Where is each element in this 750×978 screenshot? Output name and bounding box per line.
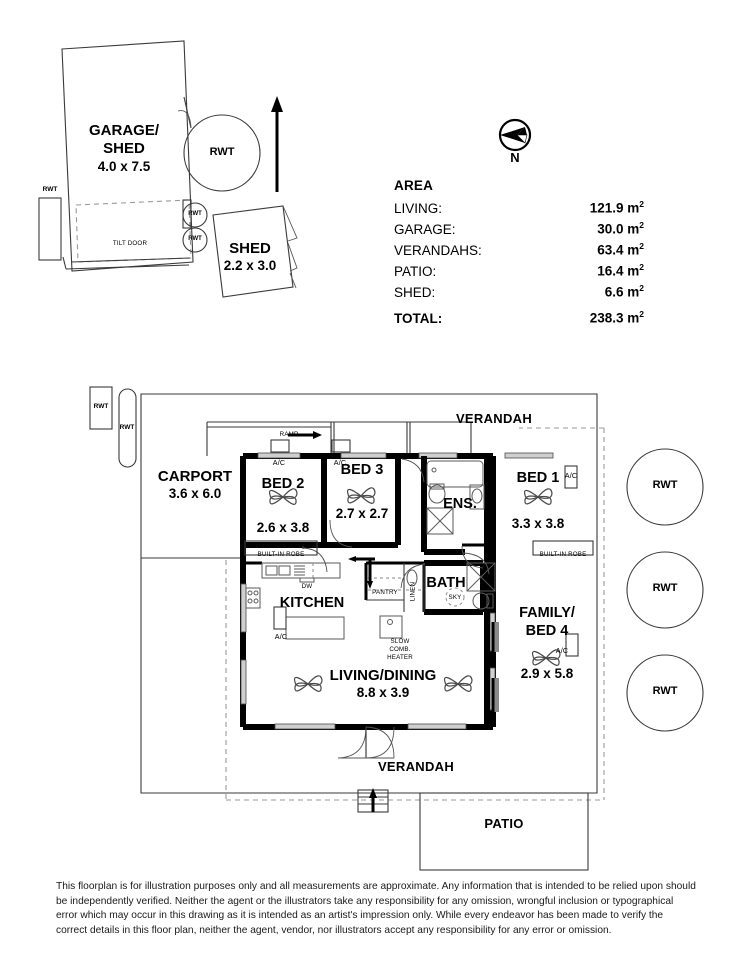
area-value-garage: 30.0 m2: [597, 220, 644, 237]
area-label-shed: SHED:: [394, 284, 436, 300]
plan-rwt-rect-label: RWT: [93, 403, 109, 410]
bed3-label: BED 3: [340, 462, 384, 478]
garage-rwt-left-shape: [38, 197, 62, 261]
ac-bed3-label: A/C: [333, 458, 347, 467]
area-label-verandahs: VERANDAHS:: [394, 242, 482, 258]
area-value-shed: 6.6 m2: [604, 283, 644, 300]
area-row-shed: SHED: 6.6 m2: [394, 280, 644, 301]
bed1-dimensions: 3.3 x 3.8: [511, 516, 565, 531]
door-swings: [302, 458, 490, 759]
plan-left-tanks: [89, 386, 137, 468]
bed1-label: BED 1: [516, 470, 560, 486]
compass-rose: N: [493, 118, 537, 165]
family-label-line1: FAMILY/: [519, 605, 575, 621]
plan-rwt-right3-label: RWT: [652, 685, 678, 697]
area-row-verandahs: VERANDAHS: 63.4 m2: [394, 238, 644, 259]
plan-right-tanks: [626, 448, 704, 732]
bath-skylight-label: SKY: [448, 594, 462, 601]
tilt-door-label: TILT DOOR: [112, 240, 148, 247]
area-label-living: LIVING:: [394, 200, 443, 216]
bed3-dimensions: 2.7 x 2.7: [335, 506, 389, 521]
bed2-label: BED 2: [261, 476, 305, 492]
garage-rwt-small1-label: RWT: [188, 211, 202, 217]
shed-group: [212, 205, 298, 298]
aircon-boxes: [270, 439, 579, 657]
area-label-patio: PATIO:: [394, 263, 437, 279]
verandah-top-label: VERANDAH: [455, 411, 533, 426]
garage-rwt-left-label: RWT: [42, 186, 58, 193]
ensuite-label: ENS.: [443, 496, 477, 512]
area-row-patio: PATIO: 16.4 m2: [394, 259, 644, 280]
robe-bed1-label: BUILT-IN ROBE: [539, 551, 587, 558]
bottom-verandah-patio: [357, 788, 589, 871]
heater-label-line3: HEATER: [387, 654, 413, 661]
garage-group: [61, 40, 194, 272]
area-label-garage: GARAGE:: [394, 221, 456, 237]
carport-dimensions: 3.6 x 6.0: [168, 486, 222, 501]
ramp-label: RAMP: [279, 431, 299, 438]
shed-label: SHED: [229, 240, 271, 257]
garage-rwt-circle-shape: [183, 114, 261, 192]
area-value-living: 121.9 m2: [589, 199, 644, 216]
garage-rwt-circle-label: RWT: [209, 146, 235, 158]
heater-label-line2: COMB.: [389, 646, 411, 653]
area-value-verandahs: 63.4 m2: [597, 241, 644, 258]
ceiling-fans: [268, 487, 561, 692]
area-value-total: 238.3 m2: [589, 309, 644, 326]
kitchen-label: KITCHEN: [279, 595, 345, 611]
heater-label-line1: SLOW: [390, 638, 410, 645]
garage-rwt-small2-label: RWT: [188, 236, 202, 242]
area-label-total: TOTAL:: [394, 310, 443, 326]
robe-bed2-label: BUILT-IN ROBE: [257, 551, 305, 558]
garage-rwt-small-shapes: [182, 202, 208, 253]
disclaimer-text: This floorplan is for illustration purpo…: [56, 881, 696, 936]
ac-bed2-label: A/C: [272, 458, 286, 467]
dishwasher-label: DW: [301, 583, 313, 590]
family-label-line2: BED 4: [525, 623, 569, 639]
garage-label-line1: GARAGE/: [88, 122, 160, 139]
robe-boxes: [244, 540, 594, 556]
family-wall-stubs: [491, 622, 499, 712]
carport-label: CARPORT: [157, 468, 233, 485]
area-summary-table: AREA LIVING: 121.9 m2 GARAGE: 30.0 m2 VE…: [394, 178, 644, 327]
living-dining-dimensions: 8.8 x 3.9: [356, 685, 410, 700]
verandah-bottom-label: VERANDAH: [377, 759, 455, 774]
site-north-arrow: [271, 96, 283, 192]
bath-label: BATH: [426, 575, 466, 591]
ac-kitchen-label: A/C: [274, 632, 288, 641]
ac-family-label: A/C: [555, 646, 569, 655]
plan-rwt-right1-label: RWT: [652, 479, 678, 491]
garage-label-line2: SHED: [103, 140, 145, 157]
family-dimensions: 2.9 x 5.8: [520, 666, 574, 681]
verandah-top-lines: [206, 421, 472, 456]
compass-north-label: N: [510, 150, 520, 165]
area-value-patio: 16.4 m2: [597, 262, 644, 279]
house-outer-outline: [140, 393, 598, 794]
internal-walls: [243, 456, 493, 727]
garage-dimensions: 4.0 x 7.5: [97, 159, 151, 174]
linen-label: LINEN: [409, 581, 417, 602]
compass-icon: [498, 118, 532, 152]
roof-dashed-outline: [225, 427, 605, 801]
plan-rwt-pill-label: RWT: [119, 424, 135, 431]
patio-label: PATIO: [484, 816, 524, 831]
area-row-garage: GARAGE: 30.0 m2: [394, 217, 644, 238]
ramp-arrow: [288, 431, 322, 439]
area-heading: AREA: [394, 178, 434, 193]
fixtures: [245, 460, 496, 640]
living-dining-label: LIVING/DINING: [329, 667, 437, 684]
pantry-label: PANTRY: [372, 589, 398, 596]
area-row-living: LIVING: 121.9 m2: [394, 196, 644, 217]
plan-rwt-right2-label: RWT: [652, 582, 678, 594]
shed-dimensions: 2.2 x 3.0: [223, 258, 277, 273]
ac-bed1-label: A/C: [564, 471, 578, 480]
area-row-total: TOTAL: 238.3 m2: [394, 306, 644, 327]
bed2-dimensions: 2.6 x 3.8: [256, 520, 310, 535]
